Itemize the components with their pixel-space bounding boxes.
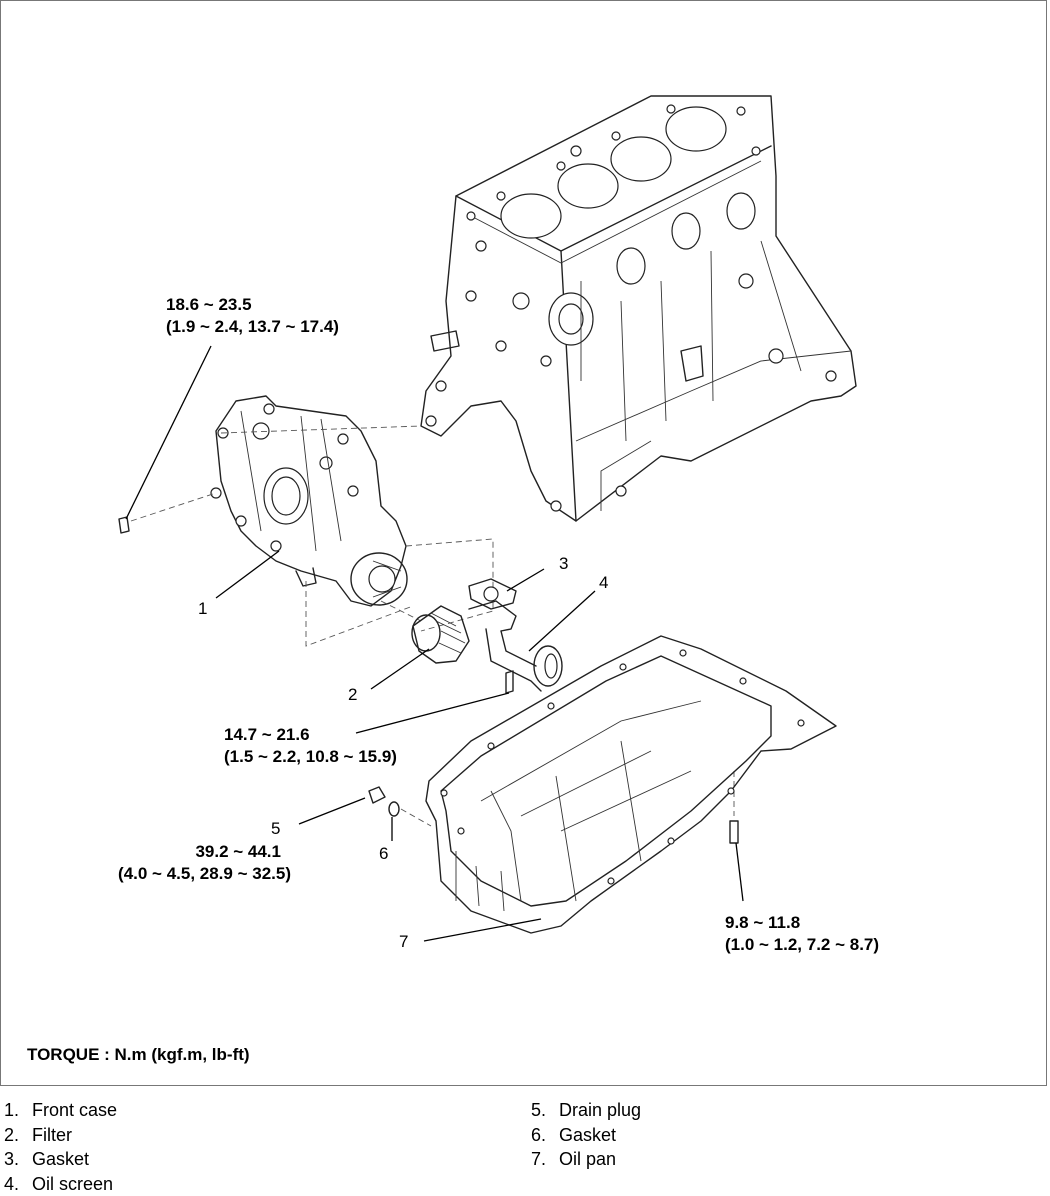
torque-value-nm: 9.8 ~ 11.8 xyxy=(725,912,879,934)
torque-value-kgf-lbft: (4.0 ~ 4.5, 28.9 ~ 32.5) xyxy=(85,863,291,885)
legend-item: 1.Front case xyxy=(0,1098,117,1123)
exploded-view-illustration xyxy=(1,1,1048,1087)
torque-spec-drain-plug: 39.2 ~ 44.1 (4.0 ~ 4.5, 28.9 ~ 32.5) xyxy=(85,841,291,885)
oil-pan xyxy=(426,636,836,933)
front-case xyxy=(119,396,407,606)
legend-item: 7.Oil pan xyxy=(527,1147,641,1172)
oil-pan-bolt xyxy=(730,821,738,843)
legend-label: Oil screen xyxy=(32,1174,113,1194)
legend-label: Front case xyxy=(32,1100,117,1120)
legend-column-right: 5.Drain plug 6.Gasket 7.Oil pan xyxy=(527,1098,641,1172)
drain-plug xyxy=(369,787,385,803)
legend-number: 1. xyxy=(0,1098,32,1123)
callout-1: 1 xyxy=(198,599,207,619)
torque-spec-oil-pan-bolt: 9.8 ~ 11.8 (1.0 ~ 1.2, 7.2 ~ 8.7) xyxy=(725,912,879,956)
legend-item: 5.Drain plug xyxy=(527,1098,641,1123)
legend-item: 3.Gasket xyxy=(0,1147,117,1172)
legend-column-left: 1.Front case 2.Filter 3.Gasket 4.Oil scr… xyxy=(0,1098,117,1196)
cylinder-block xyxy=(421,96,856,521)
legend-label: Filter xyxy=(32,1125,72,1145)
legend-item: 2.Filter xyxy=(0,1123,117,1148)
legend-item: 6.Gasket xyxy=(527,1123,641,1148)
torque-value-kgf-lbft: (1.9 ~ 2.4, 13.7 ~ 17.4) xyxy=(166,316,339,338)
legend-number: 4. xyxy=(0,1172,32,1196)
legend-number: 5. xyxy=(527,1098,559,1123)
torque-spec-front-case-bolt: 18.6 ~ 23.5 (1.9 ~ 2.4, 13.7 ~ 17.4) xyxy=(166,294,339,338)
callout-3: 3 xyxy=(559,554,568,574)
legend-number: 2. xyxy=(0,1123,32,1148)
legend-label: Oil pan xyxy=(559,1149,616,1169)
diagram-frame: 18.6 ~ 23.5 (1.9 ~ 2.4, 13.7 ~ 17.4) 14.… xyxy=(0,0,1047,1086)
oil-screen xyxy=(469,601,562,693)
callout-2: 2 xyxy=(348,685,357,705)
torque-value-nm: 39.2 ~ 44.1 xyxy=(85,841,291,863)
torque-value-kgf-lbft: (1.0 ~ 1.2, 7.2 ~ 8.7) xyxy=(725,934,879,956)
legend-label: Drain plug xyxy=(559,1100,641,1120)
legend-item: 4.Oil screen xyxy=(0,1172,117,1196)
callout-6: 6 xyxy=(379,844,388,864)
legend-number: 7. xyxy=(527,1147,559,1172)
legend-number: 3. xyxy=(0,1147,32,1172)
torque-value-nm: 18.6 ~ 23.5 xyxy=(166,294,339,316)
legend-label: Gasket xyxy=(559,1125,616,1145)
legend-number: 6. xyxy=(527,1123,559,1148)
torque-value-nm: 14.7 ~ 21.6 xyxy=(224,724,397,746)
oil-screen-gasket xyxy=(469,579,516,609)
drain-plug-gasket xyxy=(389,802,399,816)
torque-unit-note: TORQUE : N.m (kgf.m, lb-ft) xyxy=(27,1045,250,1065)
torque-spec-oil-screen-bolt: 14.7 ~ 21.6 (1.5 ~ 2.2, 10.8 ~ 15.9) xyxy=(224,724,397,768)
callout-4: 4 xyxy=(599,573,608,593)
legend-label: Gasket xyxy=(32,1149,89,1169)
callout-5: 5 xyxy=(271,819,280,839)
torque-value-kgf-lbft: (1.5 ~ 2.2, 10.8 ~ 15.9) xyxy=(224,746,397,768)
callout-7: 7 xyxy=(399,932,408,952)
